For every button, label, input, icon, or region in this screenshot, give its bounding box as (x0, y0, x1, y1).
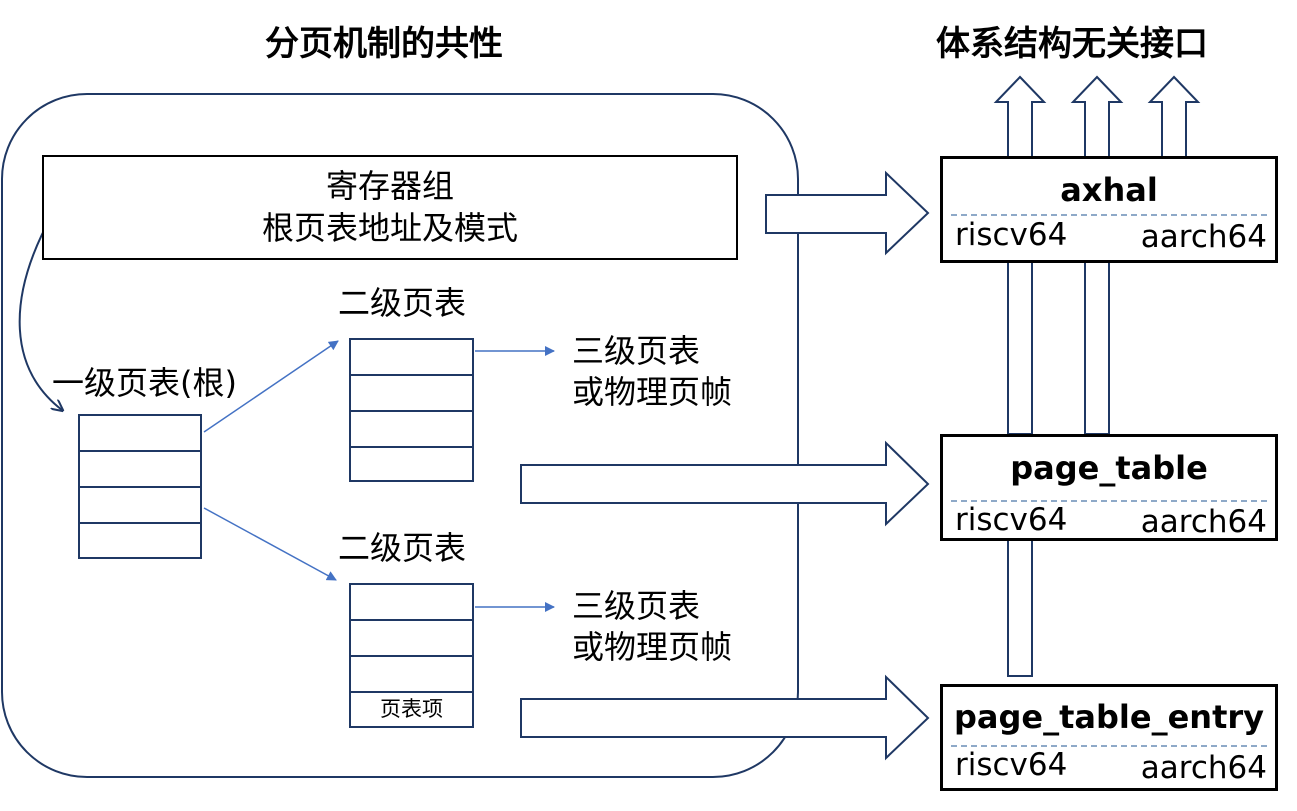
register-to-root-arrow (18, 214, 62, 410)
root-to-l2-top-arrow (203, 340, 339, 433)
level2-bottom-page-table: 页表项 (349, 583, 474, 728)
module-divider (951, 500, 1267, 502)
level1-table-label: 一级页表(根) (52, 364, 237, 402)
arch-aarch64: aarch64 (1140, 750, 1267, 786)
level2-bottom-label: 二级页表 (338, 529, 467, 567)
page-table-entry-label: 页表项 (380, 697, 443, 721)
level2-top-table-row (351, 412, 472, 448)
arch-aarch64: aarch64 (1140, 219, 1267, 255)
common-mechanism-container (1, 93, 799, 778)
module-divider (951, 745, 1267, 747)
tables-to-pagetable-arrow (520, 440, 930, 527)
module-name: axhal (1060, 171, 1158, 209)
up-arrow-3 (1147, 75, 1201, 156)
arch-aarch64: aarch64 (1140, 504, 1267, 540)
level1-table-row (80, 524, 200, 557)
level2-top-page-table (349, 338, 474, 482)
register-to-axhal-arrow (765, 170, 930, 256)
level2-top-label: 二级页表 (338, 284, 467, 322)
register-group-box: 寄存器组 根页表地址及模式 (42, 155, 738, 260)
module-page-table-entry: page_table_entry riscv64 aarch64 (940, 684, 1278, 791)
level1-table-row (80, 416, 200, 452)
module-name: page_table (1010, 449, 1208, 487)
level1-table-row (80, 488, 200, 524)
pagetable-entry-connector (1007, 539, 1033, 677)
arch-riscv64: riscv64 (955, 217, 1068, 253)
level1-table-row (80, 452, 200, 488)
up-arrow-2 (1070, 75, 1124, 156)
level3-bottom-line1: 三级页表 (572, 587, 701, 625)
register-group-line1: 寄存器组 (325, 166, 454, 205)
level2-top-table-row (351, 376, 472, 412)
arch-riscv64: riscv64 (955, 747, 1068, 783)
axhal-pagetable-connector-2 (1084, 261, 1110, 435)
level2-top-table-row (351, 448, 472, 480)
level2-bottom-table-row (351, 621, 472, 657)
level3-top-line2: 或物理页帧 (572, 373, 733, 411)
module-divider (951, 214, 1267, 216)
register-group-line2: 根页表地址及模式 (261, 208, 518, 247)
entry-to-pagetableentry-arrow (520, 674, 930, 761)
axhal-pagetable-connector-1 (1007, 261, 1033, 435)
left-title: 分页机制的共性 (265, 24, 503, 64)
module-page-table: page_table riscv64 aarch64 (940, 434, 1278, 541)
up-arrow-1 (993, 75, 1047, 156)
level3-top-line1: 三级页表 (572, 332, 701, 370)
level2-top-table-row (351, 340, 472, 376)
module-axhal: axhal riscv64 aarch64 (940, 156, 1278, 263)
level3-bottom-line2: 或物理页帧 (572, 628, 733, 666)
arch-riscv64: riscv64 (955, 502, 1068, 538)
right-title: 体系结构无关接口 (936, 24, 1208, 64)
level2-bottom-table-row (351, 657, 472, 693)
level1-page-table (78, 414, 202, 559)
module-name: page_table_entry (954, 698, 1264, 736)
root-to-l2-bottom-arrow (203, 507, 337, 581)
level2-bottom-table-row (351, 585, 472, 621)
